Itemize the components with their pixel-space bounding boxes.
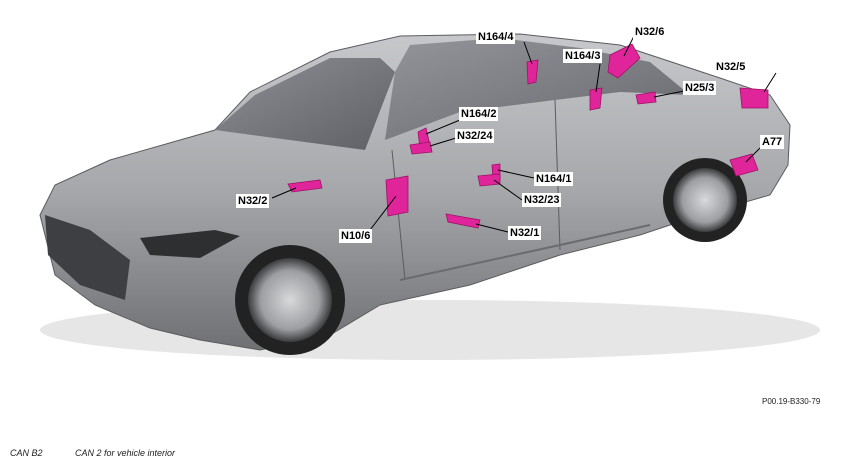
- label-n32-23: N32/23: [522, 193, 562, 207]
- label-n32-1: N32/1: [508, 226, 542, 240]
- door-line-front: [391, 149, 406, 281]
- leader-n32-2: [271, 187, 297, 199]
- legend-code: CAN B2: [10, 448, 43, 458]
- car-body: [39, 33, 791, 351]
- leader-n164-1: [497, 169, 535, 179]
- label-n164-3: N164/3: [563, 49, 603, 63]
- label-n10-6: N10/6: [339, 229, 373, 243]
- label-n25-3: N25/3: [683, 81, 717, 95]
- leader-n32-1: [475, 223, 509, 233]
- label-n32-24: N32/24: [455, 129, 495, 143]
- figure-reference-code: P00.19-B330-79: [762, 397, 821, 406]
- label-n32-2: N32/2: [236, 194, 270, 208]
- rear-rim: [673, 168, 737, 232]
- leader-n164-4: [523, 41, 533, 65]
- leader-n32-23: [493, 179, 523, 201]
- component-n32-2: [287, 179, 323, 193]
- front-rim: [248, 258, 332, 342]
- component-n32-1: [445, 213, 481, 229]
- component-n10-6: [385, 175, 409, 217]
- label-n164-4: N164/4: [476, 30, 516, 44]
- leader-n164-3: [595, 63, 601, 93]
- label-n164-2: N164/2: [459, 107, 499, 121]
- legend-description: CAN 2 for vehicle interior: [75, 448, 176, 458]
- leader-n10-6: [369, 195, 397, 231]
- leader-n164-2: [425, 119, 461, 135]
- headlight: [140, 230, 240, 258]
- leader-n32-5: [763, 72, 777, 93]
- sill-line: [399, 224, 651, 281]
- front-grille: [45, 215, 130, 300]
- component-n32-6: [607, 43, 641, 79]
- label-n164-1: N164/1: [534, 172, 574, 186]
- leader-n32-24: [429, 137, 457, 147]
- component-a77: [729, 153, 759, 177]
- component-n164-4: [526, 59, 539, 85]
- component-n32-24: [409, 141, 433, 155]
- label-n32-6: N32/6: [633, 25, 667, 39]
- leader-a77: [745, 147, 761, 163]
- component-n164-3: [589, 87, 603, 111]
- component-n32-5: [739, 87, 769, 109]
- windshield: [215, 58, 395, 150]
- leader-n25-3: [653, 90, 685, 98]
- component-n32-23: [477, 173, 501, 187]
- label-n32-5: N32/5: [714, 60, 748, 74]
- component-n25-3: [635, 91, 657, 105]
- leader-n32-6: [623, 35, 635, 57]
- label-a77: A77: [760, 135, 785, 149]
